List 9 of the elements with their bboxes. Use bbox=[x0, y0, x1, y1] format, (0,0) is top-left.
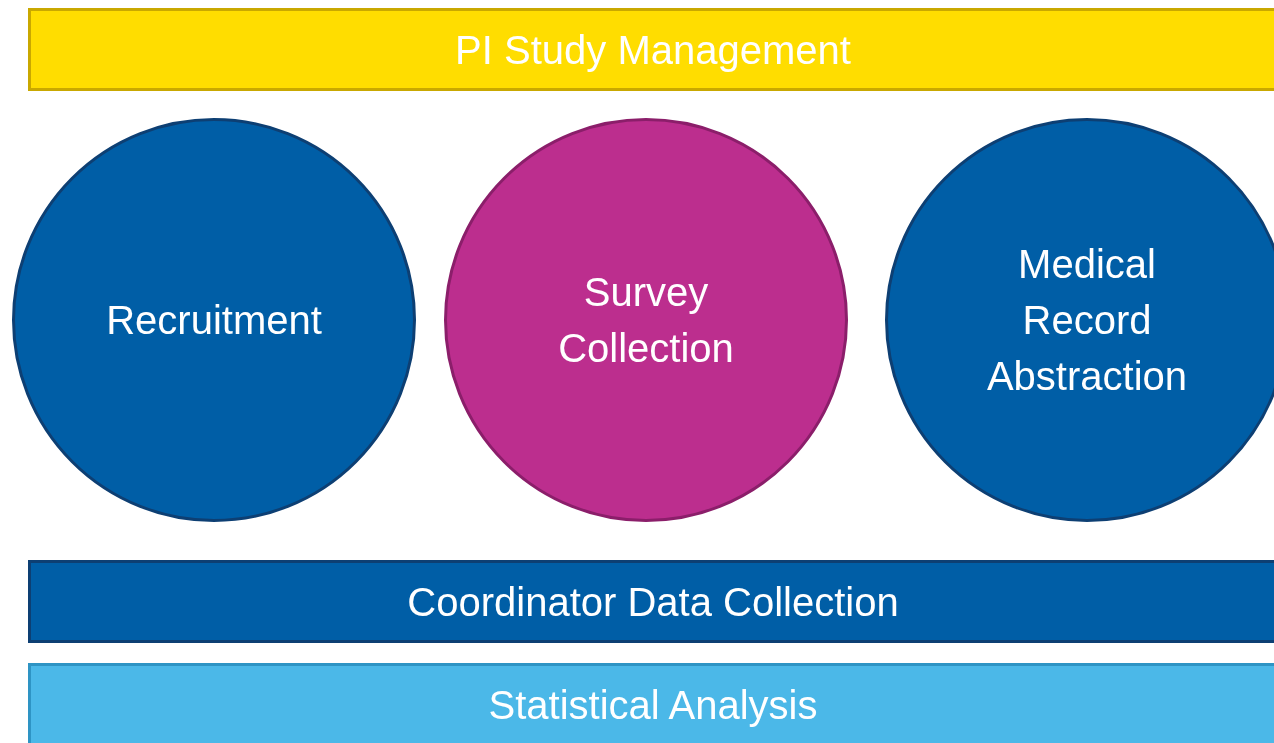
node-label: Recruitment bbox=[106, 297, 322, 344]
process-band bbox=[28, 560, 1274, 643]
node-label: PI Study Management bbox=[455, 26, 851, 74]
process-band bbox=[28, 8, 1274, 91]
node-label: Survey Collection bbox=[557, 269, 735, 372]
process-band bbox=[28, 663, 1274, 743]
node-label: Statistical Analysis bbox=[488, 682, 818, 729]
node-label: Medical Record Abstraction bbox=[985, 241, 1189, 400]
node-label: Coordinator Data Collection bbox=[407, 578, 899, 626]
